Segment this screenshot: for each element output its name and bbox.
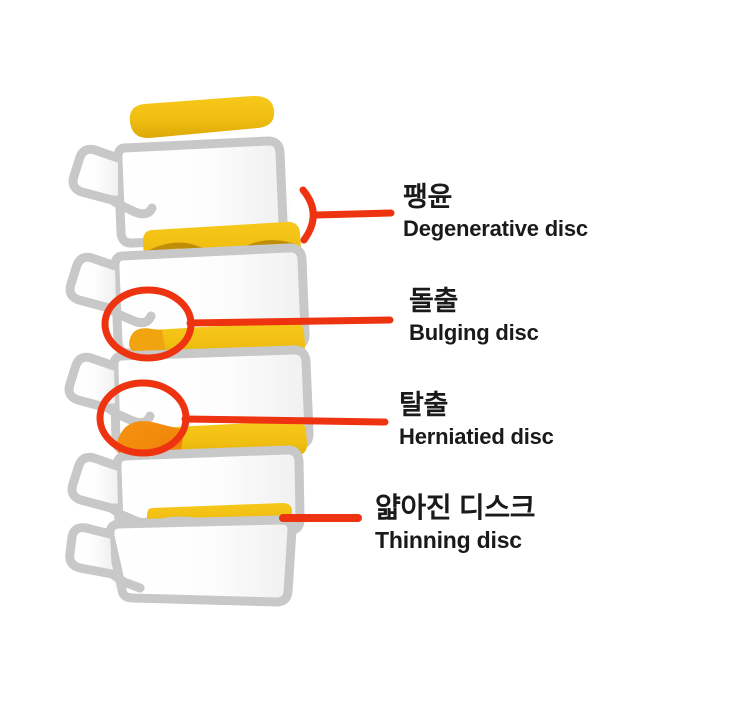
label-herniated-disc: 탈출 Herniatied disc <box>399 392 554 448</box>
spinous-process-3 <box>64 352 155 428</box>
label-degenerative-disc: 팽윤 Degenerative disc <box>403 184 588 240</box>
spinous-process-1 <box>68 144 157 219</box>
label-bulging-disc: 돌출 Bulging disc <box>409 288 539 344</box>
label-thinning-disc: 얇아진 디스크 Thinning disc <box>375 492 536 553</box>
annotation-marker-bulging <box>101 286 394 362</box>
label-herniated-korean: 탈출 <box>399 390 449 420</box>
label-bulging-english: Bulging disc <box>409 320 539 345</box>
label-herniated-english: Herniatied disc <box>399 424 554 449</box>
spinous-process-2 <box>65 252 156 328</box>
bulge-protrusion <box>129 328 166 356</box>
annotation-marker-degenerative <box>299 186 395 244</box>
label-degenerative-english: Degenerative disc <box>403 216 588 241</box>
annotation-marker-herniated <box>96 379 389 457</box>
disc-1-normal <box>129 95 275 139</box>
vertebra-body-5 <box>65 515 297 607</box>
label-bulging-korean: 돌출 <box>409 286 459 316</box>
label-degenerative-korean: 팽윤 <box>403 182 453 212</box>
label-thinning-english: Thinning disc <box>375 527 522 553</box>
label-thinning-korean: 얇아진 디스크 <box>375 492 536 523</box>
